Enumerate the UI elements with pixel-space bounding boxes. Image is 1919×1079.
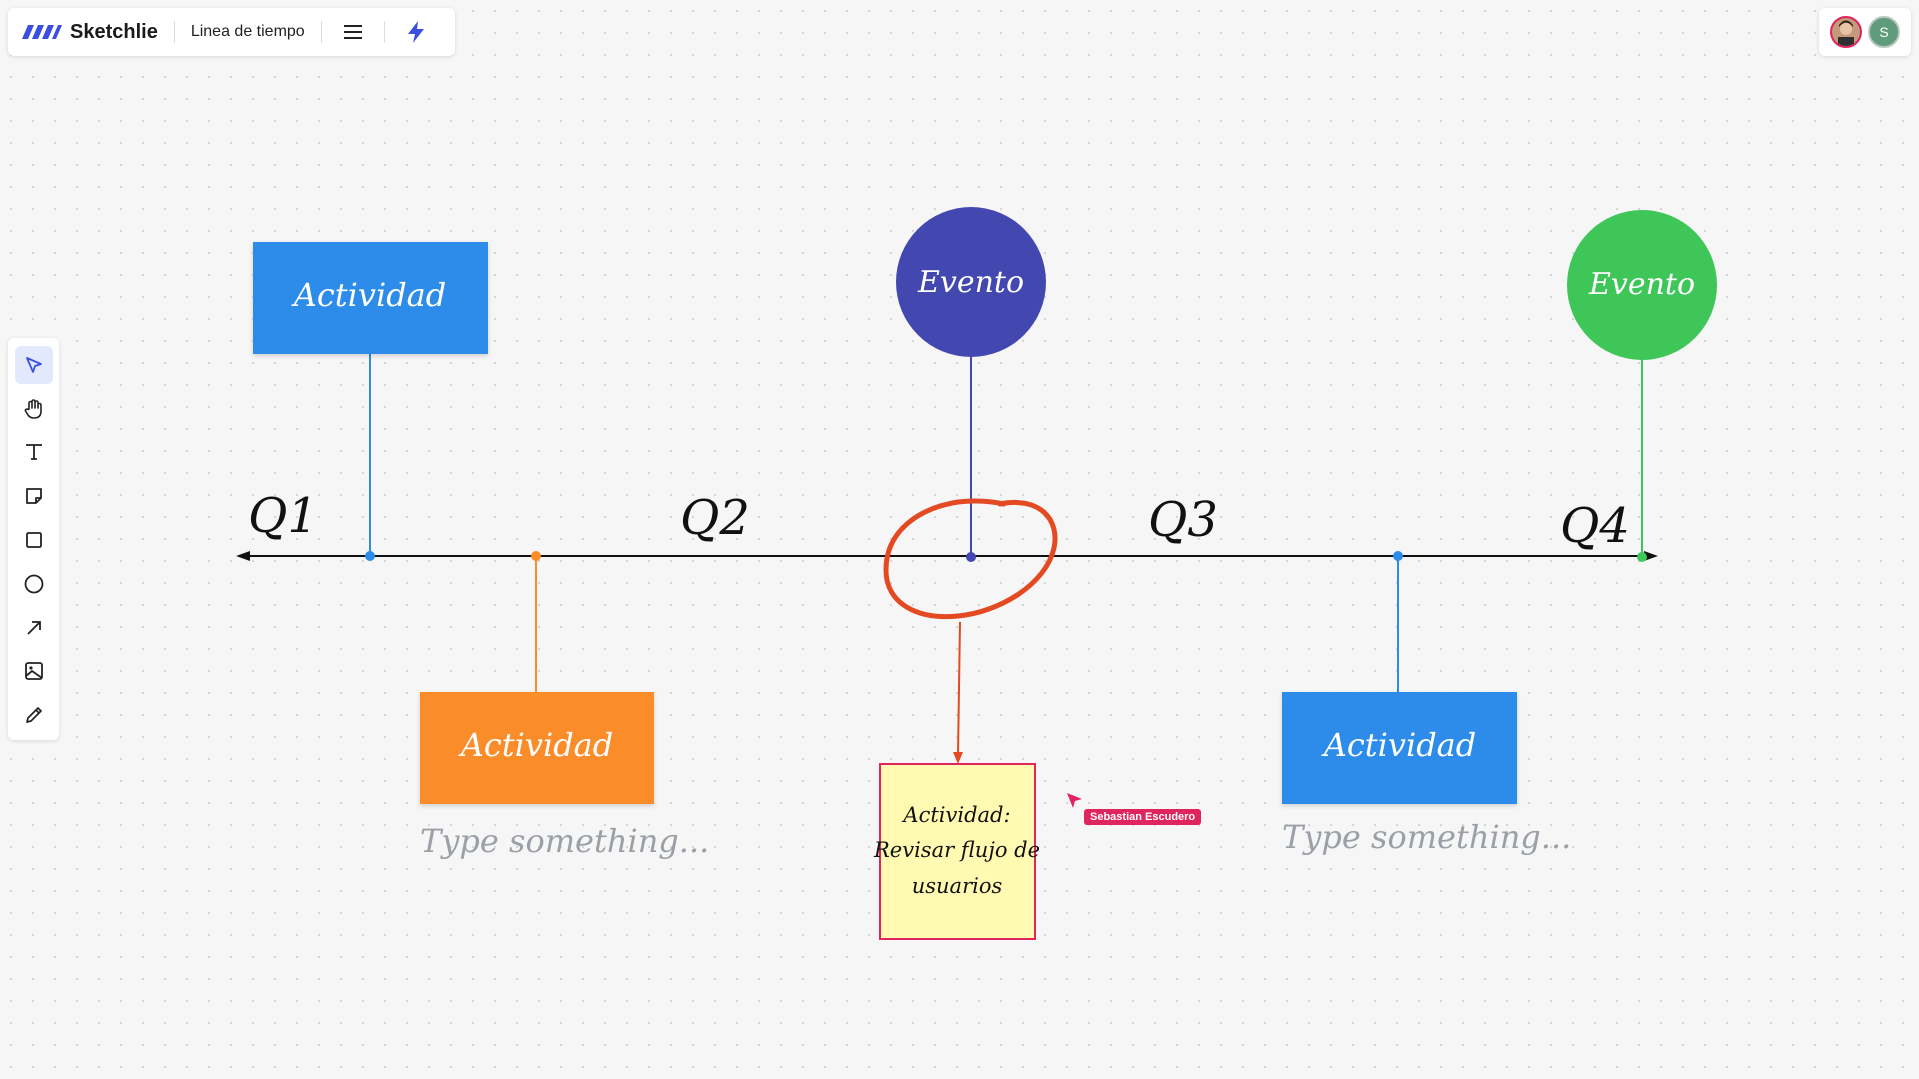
event-circle-label[interactable]: Evento — [917, 265, 1024, 300]
activity-card[interactable] — [420, 692, 654, 804]
sticky-note-line[interactable]: usuarios — [912, 874, 1003, 898]
sketchlie-logo-icon[interactable] — [22, 21, 62, 43]
arrow-connector[interactable] — [957, 621, 961, 755]
tool-bar — [8, 338, 59, 740]
avatar[interactable] — [1830, 16, 1862, 48]
remote-cursor-label: Sebastian Escudero — [1084, 809, 1202, 825]
connector-dot — [966, 552, 976, 562]
text-tool[interactable] — [15, 434, 53, 472]
top-bar: Sketchlie Linea de tiempo — [8, 8, 455, 56]
axis-arrow-right-icon — [1644, 551, 1658, 561]
remote-cursor-icon — [1067, 793, 1082, 808]
connector-dot — [531, 551, 541, 561]
collaborators-panel: S — [1819, 8, 1911, 56]
arrow-tool[interactable] — [15, 609, 53, 647]
quarter-label[interactable]: Q2 — [680, 490, 750, 546]
sticky-note-tool[interactable] — [15, 477, 53, 515]
board-title[interactable]: Linea de tiempo — [190, 23, 305, 40]
event-circle-label[interactable]: Evento — [1588, 267, 1695, 302]
connector-dot — [1637, 552, 1647, 562]
ellipse-tool[interactable] — [15, 565, 53, 603]
user-photo-icon — [1832, 18, 1860, 46]
hamburger-menu-icon — [343, 25, 362, 39]
cursor-arrow-icon — [25, 356, 42, 373]
select-tool[interactable] — [14, 346, 53, 384]
divider — [383, 21, 385, 43]
divider — [173, 21, 175, 43]
lightning-bolt-icon — [407, 21, 424, 43]
quarter-label[interactable]: Q1 — [248, 488, 318, 544]
sticky-note[interactable] — [879, 763, 1036, 940]
activity-card[interactable] — [253, 242, 488, 354]
quick-actions-button[interactable] — [401, 17, 431, 47]
sticky-note-icon — [25, 488, 42, 505]
activity-card-label[interactable]: Actividad — [458, 726, 613, 764]
quarter-label[interactable]: Q3 — [1148, 492, 1218, 548]
square-icon — [25, 532, 42, 548]
connector-dot — [365, 551, 375, 561]
quarter-label[interactable]: Q4 — [1560, 498, 1630, 554]
freehand-circle-stroke[interactable] — [883, 498, 1058, 620]
avatar-initial: S — [1879, 24, 1889, 40]
sticky-note-line[interactable]: Actividad: — [901, 803, 1010, 827]
placeholder-text[interactable]: Type something... — [1282, 818, 1571, 856]
rectangle-tool[interactable] — [15, 521, 53, 559]
placeholder-text[interactable]: Type something... — [420, 822, 709, 860]
activity-card-label[interactable]: Actividad — [1321, 726, 1476, 764]
connector-dot — [1393, 551, 1403, 561]
text-icon — [25, 444, 42, 461]
activity-card[interactable] — [1282, 692, 1517, 804]
activity-card-label[interactable]: Actividad — [291, 276, 446, 314]
hand-icon — [24, 398, 42, 419]
divider — [320, 21, 322, 43]
axis-arrow-left-icon — [236, 551, 250, 561]
circle-icon — [24, 574, 43, 594]
avatar[interactable]: S — [1868, 16, 1900, 48]
hand-tool[interactable] — [15, 390, 53, 428]
event-circle[interactable] — [1567, 210, 1717, 360]
app-name[interactable]: Sketchlie — [70, 20, 158, 43]
arrow-head-icon — [953, 752, 963, 764]
image-tool[interactable] — [15, 652, 53, 690]
menu-button[interactable] — [338, 17, 368, 47]
event-circle[interactable] — [896, 207, 1046, 357]
pen-tool[interactable] — [15, 696, 53, 734]
diagonal-arrow-icon — [26, 620, 41, 635]
sticky-note-line[interactable]: Revisar flujo de — [873, 838, 1040, 862]
image-icon — [24, 662, 43, 681]
pencil-icon — [25, 707, 42, 723]
